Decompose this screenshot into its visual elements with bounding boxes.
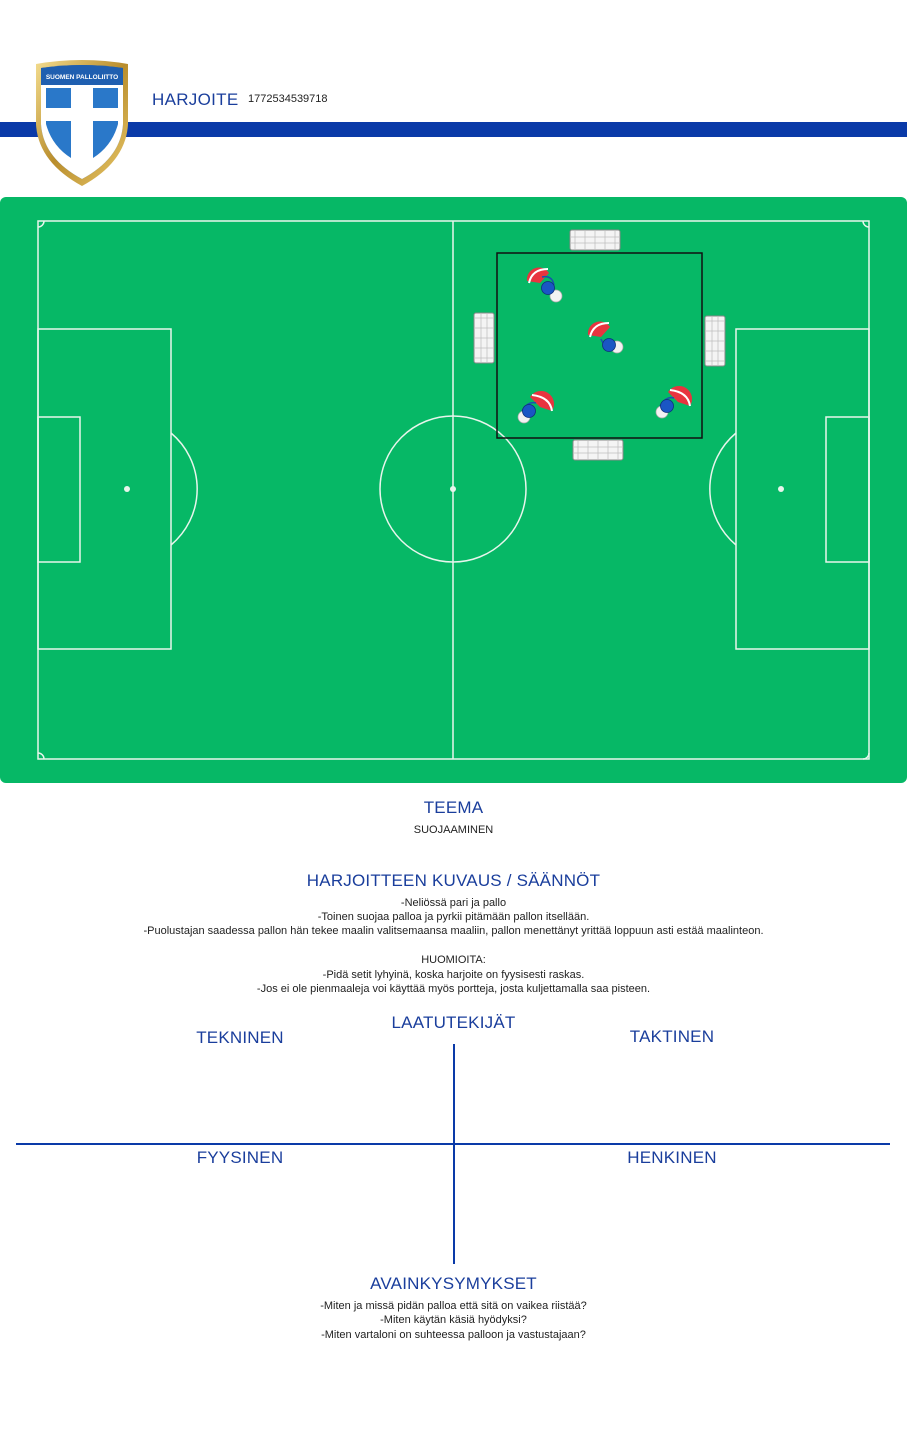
exercise-id: 1772534539718	[248, 93, 328, 105]
key-question-2: -Miten käytän käsiä hyödyksi?	[380, 1314, 527, 1326]
right-goal-area	[825, 416, 870, 563]
player-pair-4	[655, 385, 693, 419]
qualities-heading: LAATUTEKIJÄT	[391, 1013, 516, 1032]
theme-value: SUOJAAMINEN	[413, 824, 494, 836]
goal-bottom	[572, 439, 624, 461]
key-question-1: -Miten ja missä pidän palloa että sitä o…	[320, 1300, 587, 1312]
key-question-3: -Miten vartaloni on suhteessa palloon ja…	[321, 1329, 586, 1341]
notes-heading: HUOMIOITA:	[421, 954, 486, 966]
quality-tactical: TAKTINEN	[629, 1027, 715, 1046]
quality-mental: HENKINEN	[627, 1148, 717, 1167]
description-line-2: -Toinen suojaa palloa ja pyrkii pitämään…	[317, 911, 590, 923]
drill-square	[496, 252, 703, 439]
left-penalty-arc	[170, 432, 198, 546]
exercise-title: HARJOITE	[152, 90, 239, 109]
right-penalty-spot	[778, 486, 784, 492]
center-spot	[450, 486, 456, 492]
theme-heading: TEEMA	[423, 798, 484, 817]
quadrant-vertical-line	[453, 1044, 455, 1264]
player-pair-1	[526, 267, 563, 303]
description-heading: HARJOITTEEN KUVAUS / SÄÄNNÖT	[306, 871, 601, 890]
note-line-2: -Jos ei ole pienmaaleja voi käyttää myös…	[256, 983, 651, 995]
description-line-3: -Puolustajan saadessa pallon hän tekee m…	[143, 925, 764, 937]
goal-top	[569, 229, 621, 251]
center-circle	[379, 415, 527, 563]
pitch-diagram	[0, 197, 907, 783]
player-pair-2	[587, 321, 624, 354]
logo-text: SUOMEN PALLOLIITTO	[46, 74, 118, 81]
goal-right	[704, 315, 726, 367]
left-goal-area	[37, 416, 81, 563]
quadrant-horizontal-line	[16, 1143, 890, 1145]
key-questions-heading: AVAINKYSYMYKSET	[370, 1274, 537, 1293]
player-pair-3	[517, 390, 555, 424]
goal-left	[473, 312, 495, 364]
quality-physical: FYYSINEN	[196, 1148, 284, 1167]
quality-technical: TEKNINEN	[196, 1028, 284, 1047]
federation-logo: SUOMEN PALLOLIITTO	[30, 58, 134, 188]
description-line-1: -Neliössä pari ja pallo	[400, 897, 507, 909]
left-penalty-spot	[124, 486, 130, 492]
note-line-1: -Pidä setit lyhyinä, koska harjoite on f…	[322, 969, 585, 981]
header-bar	[0, 122, 907, 137]
right-penalty-arc	[709, 432, 737, 546]
pitch-lines	[37, 220, 870, 760]
pitch-svg	[0, 197, 907, 783]
